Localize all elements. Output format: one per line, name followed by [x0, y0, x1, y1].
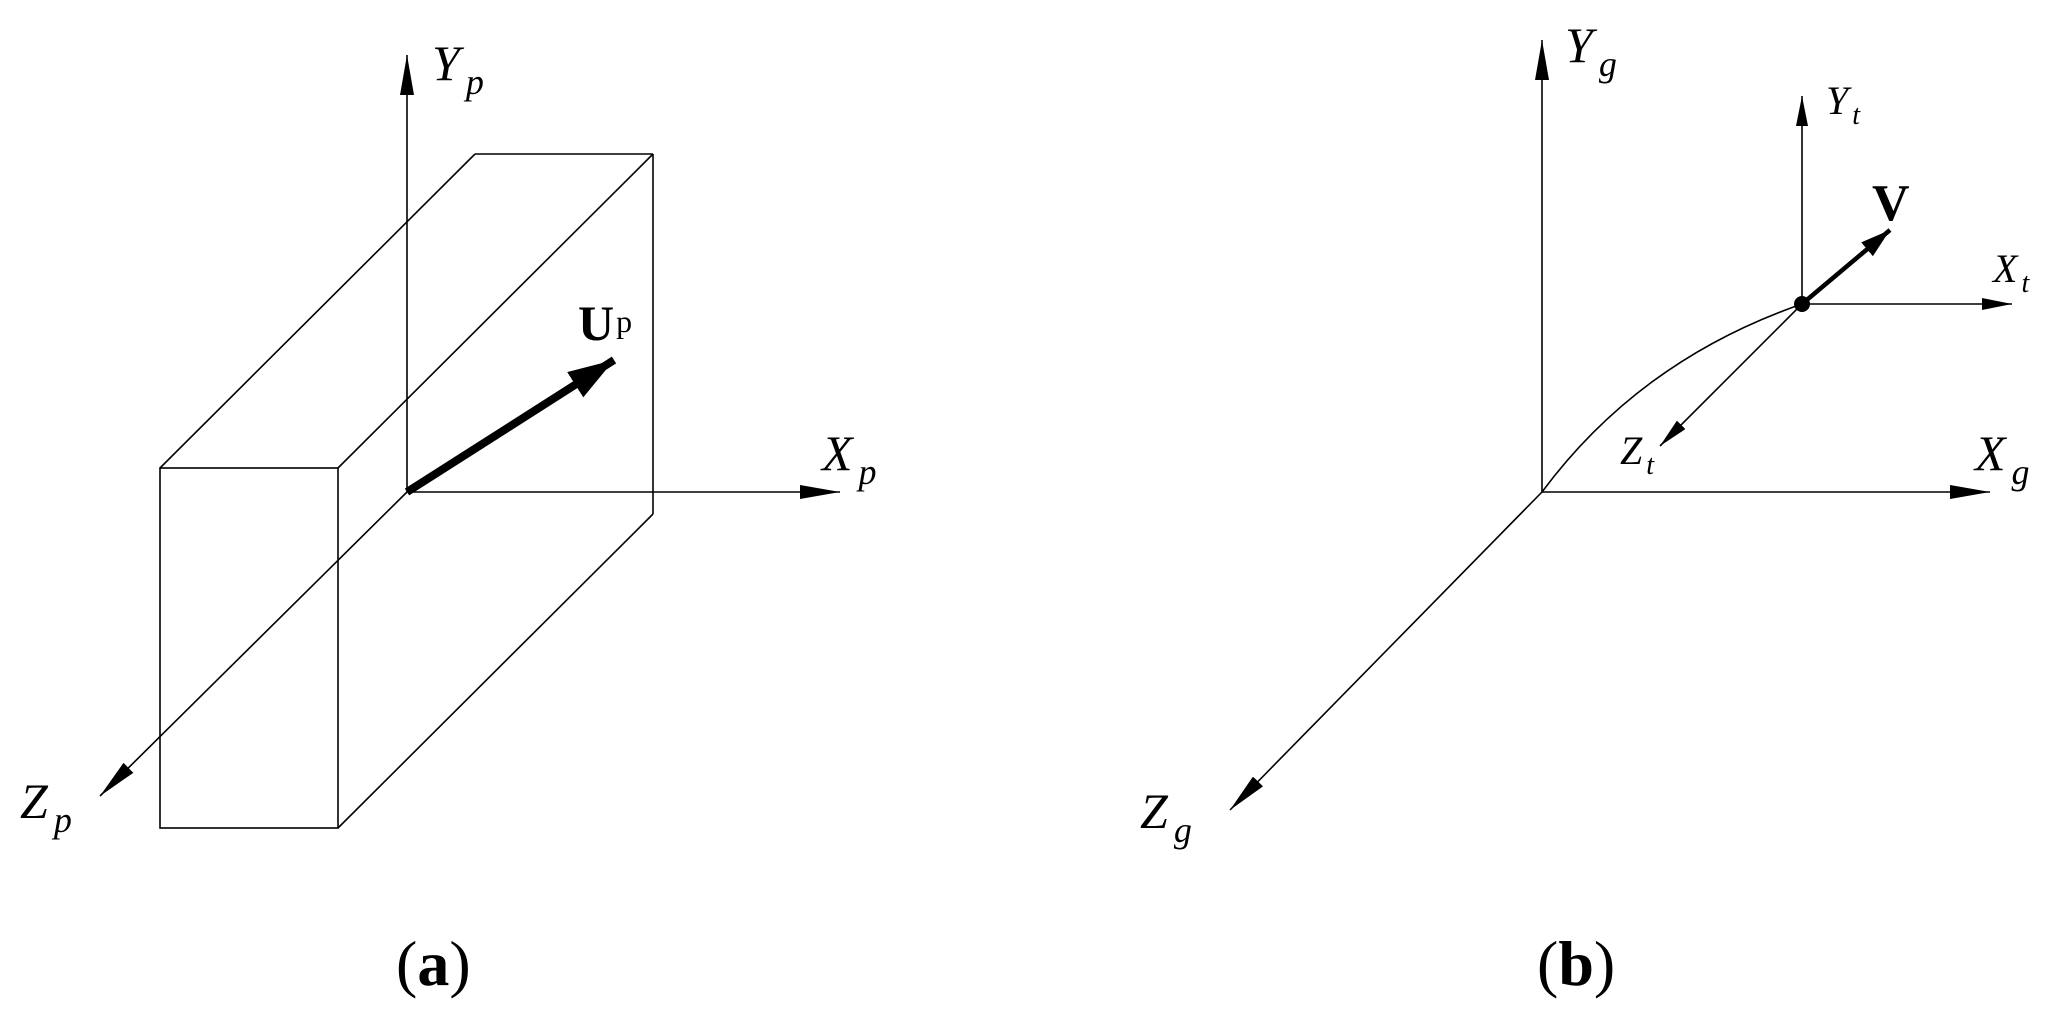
vector-v [1800, 228, 1892, 306]
prism-edge [337, 513, 654, 829]
trajectory-curve [1541, 303, 1803, 493]
caption-a: (a) [396, 928, 471, 999]
label-u-p: Up [578, 295, 632, 351]
prism-box [159, 153, 654, 829]
vector-u-p [404, 356, 617, 496]
particle-point [1794, 296, 1810, 312]
label-v: V [1872, 175, 1910, 232]
prism-edge [159, 153, 476, 469]
caption-b: (b) [1537, 928, 1615, 999]
axis-z-g [1229, 491, 1543, 811]
prism-front-face [159, 467, 339, 829]
axis-z-t [1659, 303, 1803, 447]
prism-edge [337, 153, 654, 469]
axis-z-p [99, 491, 408, 797]
